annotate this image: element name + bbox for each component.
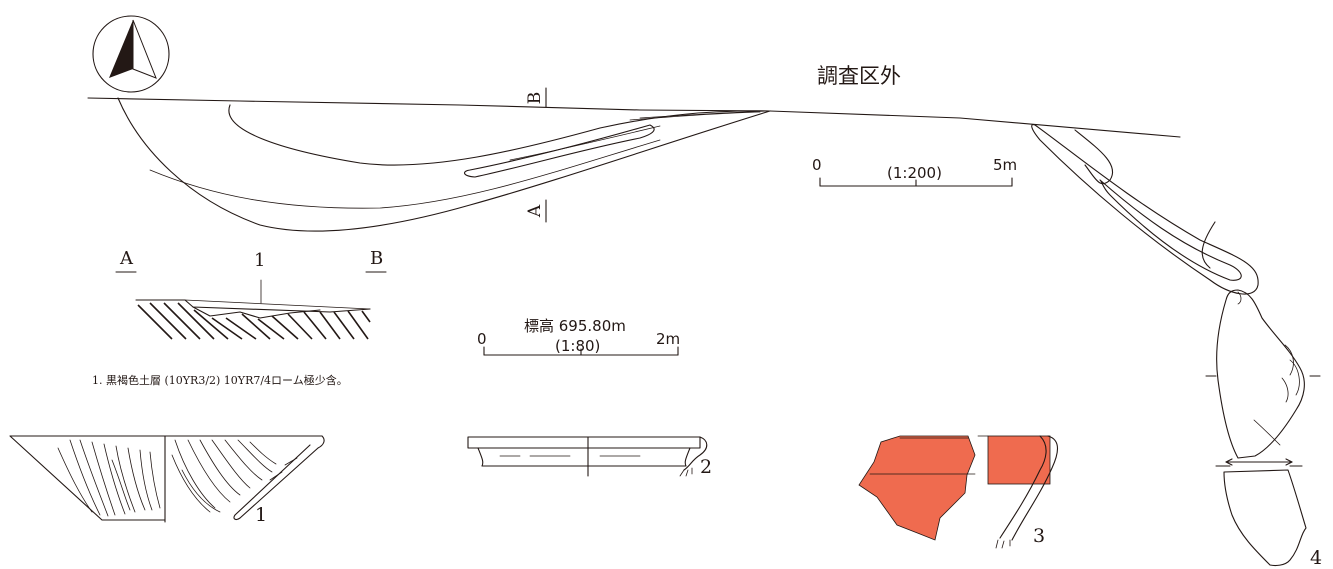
section-scale-end: 2m <box>656 330 680 348</box>
artifact-1-bowl: 1 <box>9 435 325 526</box>
section-label-a: A <box>119 248 134 269</box>
section-view: A 1 B 1. 黒褐色土層 (10YR3/2) 10YR7/4ロー <box>92 248 387 387</box>
plan-scale-end: 5m <box>993 156 1017 174</box>
section-marker-a: A <box>525 199 547 223</box>
section-mark-b: B <box>525 92 545 105</box>
section-scale-bar: 標高 695.80m 0 (1:80) 2m <box>477 317 680 356</box>
section-scale-ratio: (1:80) <box>555 337 600 355</box>
section-mark-a: A <box>525 204 545 218</box>
artifact-3-number: 3 <box>1033 525 1045 547</box>
artifact-1-number: 1 <box>255 504 267 526</box>
artifact-3-sherd: 3 <box>858 435 1059 549</box>
section-marker-b: B <box>525 87 547 108</box>
elongated-feature <box>1031 124 1259 295</box>
plan-scale-bar: 0 (1:200) 5m <box>812 156 1017 187</box>
artifact-2-dish: 2 <box>467 436 712 478</box>
plan-view: 調査区外 B A 0 (1:200) 5m <box>87 64 1259 295</box>
bowl-brush-marks <box>57 439 277 517</box>
section-elevation: 標高 695.80m <box>524 317 626 335</box>
artifact-4-number: 4 <box>1310 547 1322 569</box>
plan-scale-start: 0 <box>812 156 822 174</box>
section-layer-number: 1 <box>254 250 265 271</box>
pit-outline <box>117 97 771 232</box>
artifact-4-stone-tool: 4 <box>1205 289 1322 569</box>
plan-scale-ratio: (1:200) <box>887 164 942 182</box>
area-label: 調査区外 <box>817 64 901 88</box>
section-scale-start: 0 <box>477 330 487 348</box>
ground-line <box>87 97 1181 138</box>
section-legend: 1. 黒褐色土層 (10YR3/2) 10YR7/4ローム極少含。 <box>92 373 348 387</box>
section-label-b: B <box>370 248 383 269</box>
artifact-2-number: 2 <box>700 456 712 478</box>
north-arrow-icon <box>92 15 170 93</box>
section-hatching <box>137 302 371 340</box>
